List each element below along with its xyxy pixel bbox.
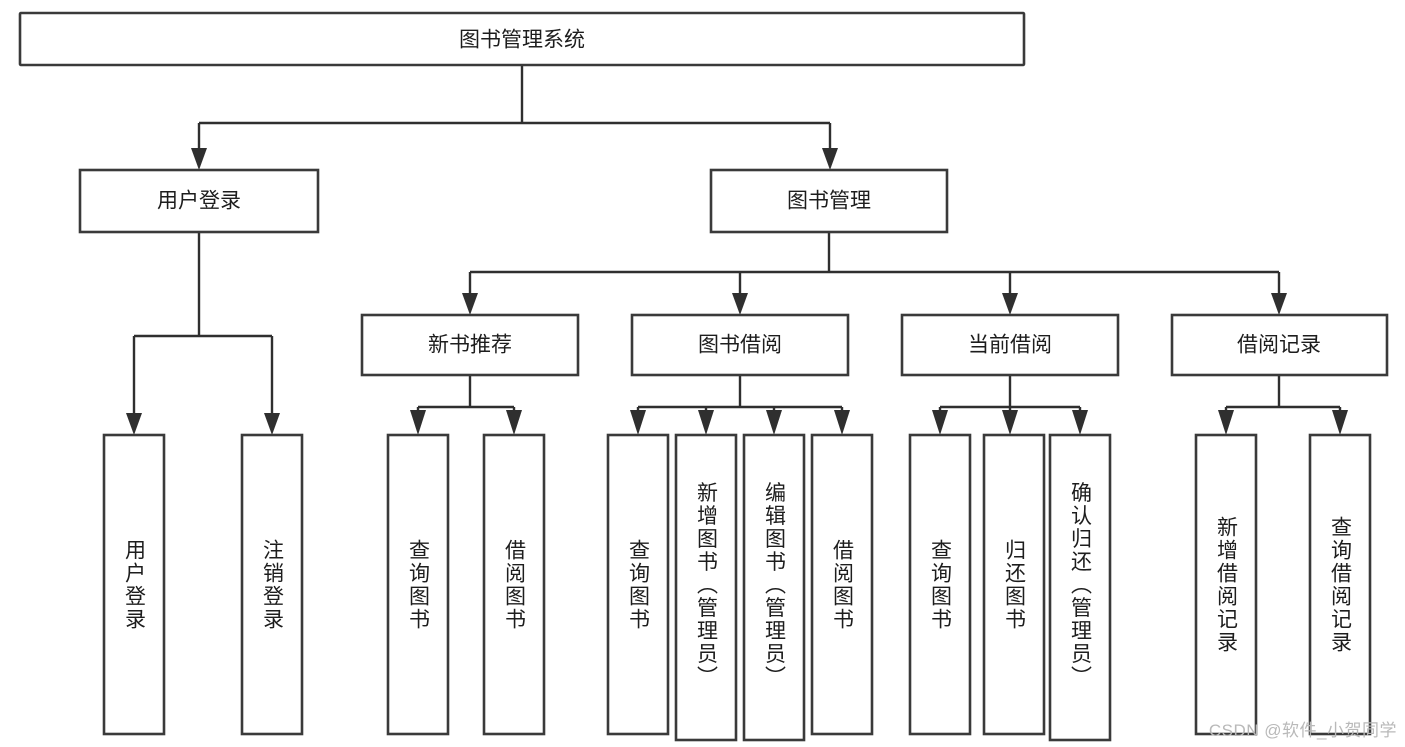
node-leaf-return-book-box[interactable]	[982, 433, 1046, 736]
node-book-borrow-label: 图书借阅	[698, 334, 782, 357]
node-root[interactable]: 图书管理系统	[18, 11, 1026, 67]
node-book-manage[interactable]: 图书管理	[709, 168, 949, 234]
node-root-label: 图书管理系统	[459, 29, 585, 52]
node-user-login-box[interactable]	[78, 168, 320, 234]
connector-book-manage-branch	[468, 232, 1281, 293]
arrowhead-leaf-add-record	[1218, 410, 1234, 435]
arrowhead-leaf-borrow-book-2	[834, 410, 850, 435]
node-leaf-add-book[interactable]: 新增图书（管理员）	[674, 433, 738, 742]
node-book-manage-box[interactable]	[709, 168, 949, 234]
node-new-book-rec-box[interactable]	[360, 313, 580, 377]
node-leaf-query-book-3-label: 查询图书	[929, 539, 953, 631]
node-leaf-edit-book-box[interactable]	[742, 433, 806, 742]
node-leaf-confirm-return-box[interactable]	[1048, 433, 1112, 742]
arrowhead-leaf-edit-book	[766, 410, 782, 435]
node-leaf-query-book-2-label: 查询图书	[627, 539, 651, 631]
arrowhead-new-book-rec	[462, 293, 478, 315]
node-leaf-borrow-book-1-label: 借阅图书	[503, 539, 527, 631]
watermark-text: CSDN @软件_小贺同学	[1208, 721, 1397, 740]
arrowhead-leaf-return-book	[1002, 410, 1018, 435]
node-root-box[interactable]	[18, 11, 1026, 67]
node-leaf-query-book-2[interactable]: 查询图书	[606, 433, 670, 736]
node-leaf-user-logout-label: 注销登录	[261, 539, 285, 631]
node-leaf-query-record-label: 查询借阅记录	[1329, 516, 1353, 654]
node-user-login-label: 用户登录	[157, 190, 241, 213]
node-borrow-record-box[interactable]	[1170, 313, 1389, 377]
connector-current-borrow-branch	[938, 375, 1082, 412]
node-book-borrow[interactable]: 图书借阅	[630, 313, 850, 377]
arrowhead-leaf-user-logout	[264, 413, 280, 435]
node-leaf-borrow-book-2[interactable]: 借阅图书	[810, 433, 874, 736]
node-leaf-borrow-book-1-box[interactable]	[482, 433, 546, 736]
node-leaf-query-record-box[interactable]	[1308, 433, 1372, 736]
node-leaf-add-record-box[interactable]	[1194, 433, 1258, 736]
node-new-book-rec-label: 新书推荐	[428, 334, 512, 357]
node-leaf-query-book-1[interactable]: 查询图书	[386, 433, 450, 736]
arrowhead-leaf-query-book-3	[932, 410, 948, 435]
node-current-borrow-box[interactable]	[900, 313, 1120, 377]
node-leaf-return-book-label: 归还图书	[1003, 539, 1027, 631]
node-leaf-user-login[interactable]: 用户登录	[102, 433, 166, 736]
arrowhead-borrow-record	[1271, 293, 1287, 315]
connector-layer	[126, 65, 1348, 435]
node-leaf-borrow-book-2-box[interactable]	[810, 433, 874, 736]
connector-user-login-branch	[132, 232, 274, 413]
node-leaf-user-logout-box[interactable]	[240, 433, 304, 736]
arrowhead-leaf-query-book-2	[630, 410, 646, 435]
node-leaf-add-record-label: 新增借阅记录	[1215, 516, 1239, 654]
node-leaf-confirm-return-label: 确认归还（管理员）	[1069, 482, 1093, 689]
node-leaf-query-book-2-box[interactable]	[606, 433, 670, 736]
node-leaf-query-book-1-label: 查询图书	[407, 539, 431, 631]
node-current-borrow[interactable]: 当前借阅	[900, 313, 1120, 377]
arrowhead-book-manage	[822, 148, 838, 170]
node-leaf-query-record[interactable]: 查询借阅记录	[1308, 433, 1372, 736]
connector-new-book-rec-branch	[416, 375, 516, 413]
node-book-manage-label: 图书管理	[787, 190, 871, 213]
arrowhead-leaf-borrow-book-1	[506, 410, 522, 435]
arrowhead-book-borrow	[732, 293, 748, 315]
node-leaf-add-book-label: 新增图书（管理员）	[695, 482, 719, 689]
node-leaf-edit-book-label: 编辑图书（管理员）	[763, 482, 787, 689]
node-new-book-rec[interactable]: 新书推荐	[360, 313, 580, 377]
arrowhead-leaf-confirm-return	[1072, 410, 1088, 435]
node-leaf-add-record[interactable]: 新增借阅记录	[1194, 433, 1258, 736]
node-borrow-record-label: 借阅记录	[1237, 334, 1321, 357]
node-leaf-borrow-book-1[interactable]: 借阅图书	[482, 433, 546, 736]
arrowhead-current-borrow	[1002, 293, 1018, 315]
connector-root-trunk	[197, 65, 832, 148]
arrowhead-user-login	[191, 148, 207, 170]
node-current-borrow-label: 当前借阅	[968, 334, 1052, 357]
connector-book-borrow-branch	[636, 375, 844, 412]
node-leaf-confirm-return[interactable]: 确认归还（管理员）	[1048, 433, 1112, 742]
arrowhead-leaf-add-book	[698, 410, 714, 435]
node-leaf-user-logout[interactable]: 注销登录	[240, 433, 304, 736]
node-leaf-query-book-1-box[interactable]	[386, 433, 450, 736]
arrowhead-leaf-user-login	[126, 413, 142, 435]
node-leaf-query-book-3-box[interactable]	[908, 433, 972, 736]
node-leaf-borrow-book-2-label: 借阅图书	[831, 539, 855, 631]
node-leaf-edit-book[interactable]: 编辑图书（管理员）	[742, 433, 806, 742]
node-book-borrow-box[interactable]	[630, 313, 850, 377]
node-borrow-record[interactable]: 借阅记录	[1170, 313, 1389, 377]
arrowhead-leaf-query-record	[1332, 410, 1348, 435]
arrowhead-leaf-query-book-1	[410, 410, 426, 435]
node-leaf-return-book[interactable]: 归还图书	[982, 433, 1046, 736]
node-leaf-user-login-label: 用户登录	[123, 539, 147, 631]
node-leaf-add-book-box[interactable]	[674, 433, 738, 742]
node-leaf-user-login-box[interactable]	[102, 433, 166, 736]
node-leaf-query-book-3[interactable]: 查询图书	[908, 433, 972, 736]
node-user-login[interactable]: 用户登录	[78, 168, 320, 234]
connector-borrow-record-branch	[1224, 375, 1342, 412]
